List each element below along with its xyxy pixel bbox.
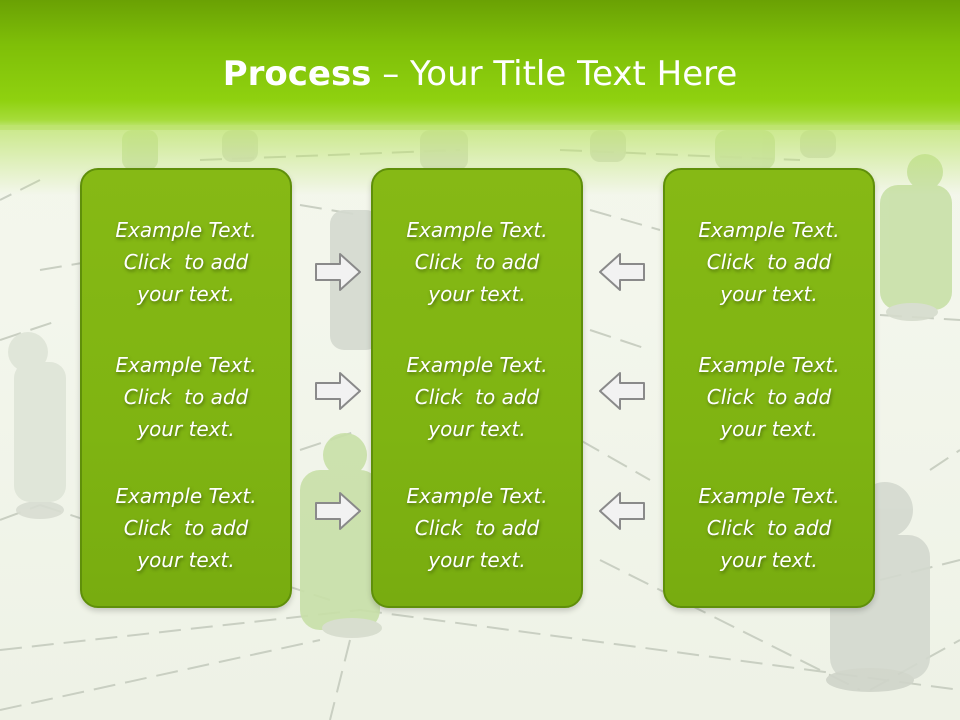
arrow-left-icon: [599, 372, 645, 410]
arrow-right-icon: [315, 372, 361, 410]
arrow-left-icon: [599, 253, 645, 291]
text-placeholder[interactable]: Example Text. Click to add your text.: [406, 353, 548, 441]
process-column-center[interactable]: Example Text. Click to add your text. Ex…: [371, 168, 583, 608]
process-column-right[interactable]: Example Text. Click to add your text. Ex…: [663, 168, 875, 608]
text-placeholder[interactable]: Example Text. Click to add your text.: [406, 218, 548, 306]
title-rest: – Your Title Text Here: [371, 54, 738, 94]
title-bold: Process: [222, 54, 372, 94]
text-placeholder[interactable]: Example Text. Click to add your text.: [698, 218, 840, 306]
process-column-left[interactable]: Example Text. Click to add your text. Ex…: [80, 168, 292, 608]
text-placeholder[interactable]: Example Text. Click to add your text.: [698, 484, 840, 572]
arrow-left-icon: [599, 492, 645, 530]
text-placeholder[interactable]: Example Text. Click to add your text.: [698, 353, 840, 441]
arrow-right-icon: [315, 253, 361, 291]
text-placeholder[interactable]: Example Text. Click to add your text.: [115, 484, 257, 572]
title-bar: [0, 0, 960, 130]
arrow-right-icon: [315, 492, 361, 530]
slide-title[interactable]: Process – Your Title Text Here: [0, 52, 960, 96]
text-placeholder[interactable]: Example Text. Click to add your text.: [406, 484, 548, 572]
text-placeholder[interactable]: Example Text. Click to add your text.: [115, 218, 257, 306]
text-placeholder[interactable]: Example Text. Click to add your text.: [115, 353, 257, 441]
